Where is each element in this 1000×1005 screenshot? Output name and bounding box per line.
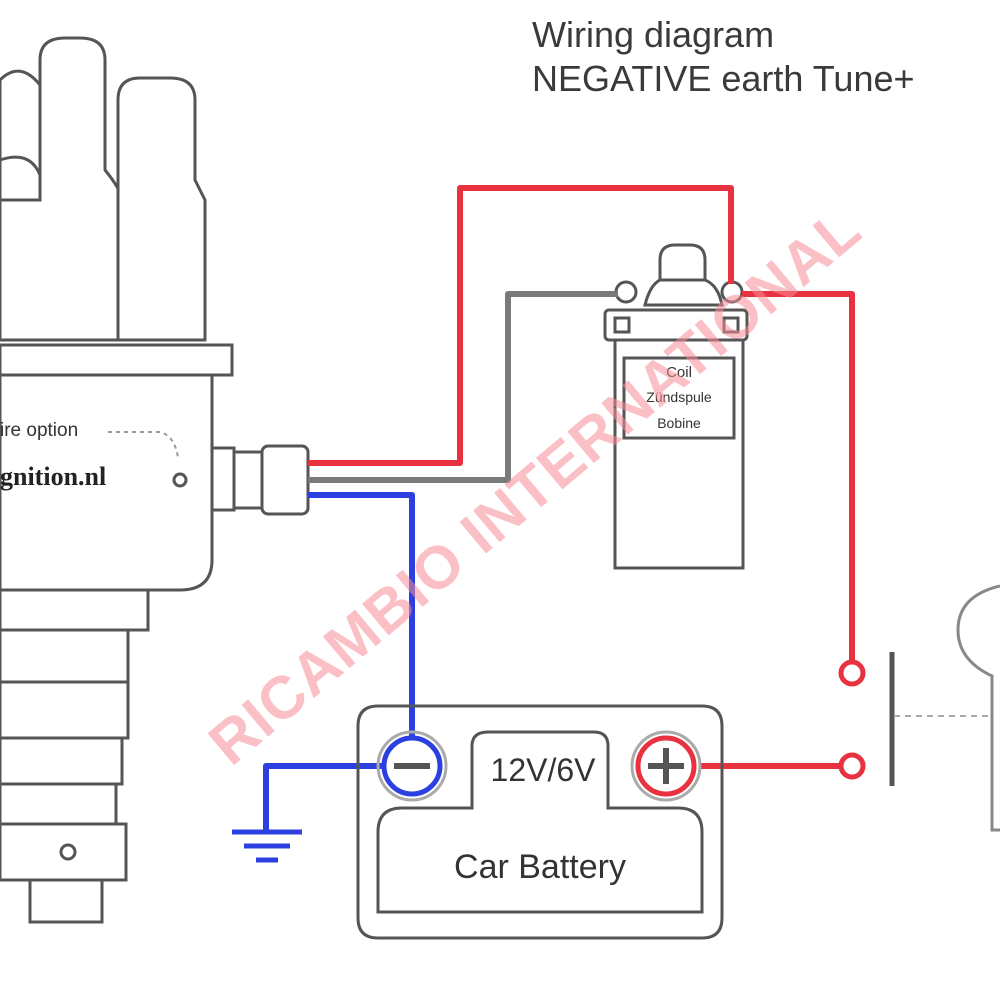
car-battery: [356, 704, 724, 940]
key-icon: [956, 584, 1000, 832]
coil-label-de: Zündspule: [646, 389, 712, 405]
coil-terminal-negative: [614, 280, 638, 304]
coil-label-en: Coil: [666, 364, 692, 381]
battery-outer: [356, 704, 724, 940]
distributor-shaft-4: [0, 782, 118, 826]
distributor-shaft-3: [0, 736, 124, 786]
distributor-tower-left: [0, 69, 42, 202]
battery-inner: [376, 730, 704, 914]
distributor-shaft-2: [0, 680, 130, 740]
coil-label-fr: Bobine: [657, 415, 701, 431]
wire-distributor-to-coil-positive: [308, 185, 734, 466]
ignition-switch: [838, 584, 1000, 832]
battery-label: Car Battery: [454, 848, 626, 886]
distributor-neck: [0, 588, 150, 632]
wire-distributor-to-coil-negative: [308, 291, 618, 483]
coil-tower-shoulder: [643, 278, 724, 307]
coil-label-box: [622, 356, 736, 440]
cable-connector: [210, 446, 236, 512]
distributor-tower-right: [116, 76, 207, 342]
distributor-brand: gnition.nl: [0, 462, 107, 491]
negative-wires: [263, 492, 415, 830]
distributor-rim: [0, 343, 234, 377]
diagram-subtitle: NEGATIVE earth Tune+: [532, 58, 915, 99]
battery-terminal-positive-ring: [630, 730, 702, 802]
cable-grommet: [260, 444, 310, 516]
switch-terminal-bottom: [838, 752, 866, 780]
coil-cap-tab-right: [722, 316, 740, 334]
wire-distributor-to-battery-negative: [308, 492, 415, 740]
battery-terminal-negative-ring: [376, 730, 448, 802]
positive-wires: [308, 185, 855, 769]
ignition-coil: [603, 243, 749, 570]
distributor-drive: [28, 878, 104, 924]
battery-voltage: 12V/6V: [490, 752, 596, 788]
distributor-shaft-1: [0, 628, 130, 684]
distributor-bolt: [59, 843, 77, 861]
distributor-cap-left: [0, 155, 42, 176]
wire-option-label: ire option: [0, 420, 79, 441]
distributor-screw: [172, 472, 188, 488]
cable-boot: [232, 450, 264, 510]
wire-battery-to-earth: [263, 763, 382, 830]
distributor-body: [0, 373, 214, 592]
coil-cap-tab-left: [613, 316, 631, 334]
wire-coil-to-switch: [742, 291, 855, 662]
diagram-title: Wiring diagram: [532, 14, 775, 55]
earth-symbol: [232, 829, 302, 863]
wire-option-leader: [108, 431, 179, 459]
distributor: [0, 36, 310, 924]
switch-terminal-top: [838, 659, 866, 687]
